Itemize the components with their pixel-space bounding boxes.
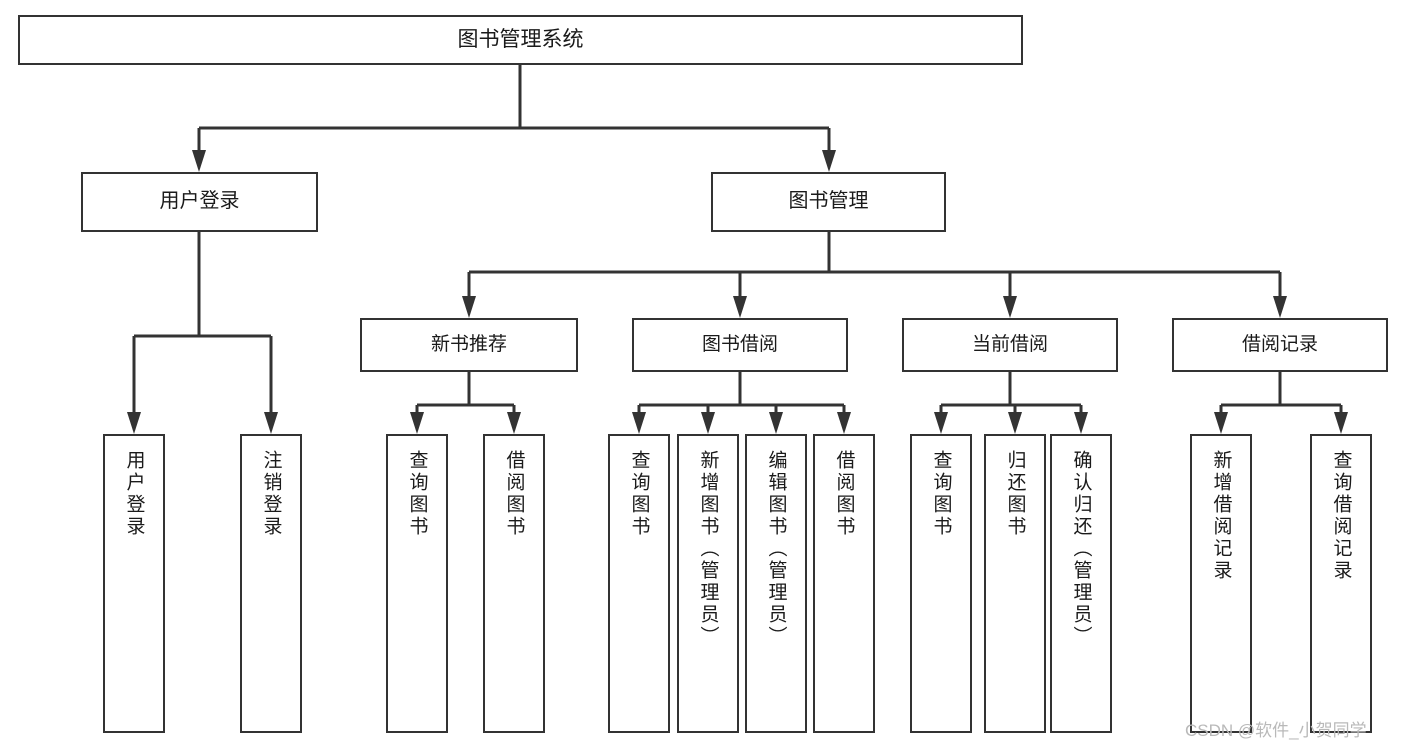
- node-label: 新书推荐: [430, 333, 507, 355]
- node-label: 用户登录: [159, 190, 240, 213]
- node-book-borrowing[interactable]: 图书借阅: [632, 318, 848, 372]
- node-user-login[interactable]: 用户登录: [81, 172, 318, 232]
- node-label: 新增借阅记录: [1210, 450, 1232, 582]
- node-label: 借阅记录: [1241, 333, 1318, 355]
- node-label: 图书管理系统: [457, 27, 584, 51]
- node-label: 用户登录: [123, 450, 145, 538]
- node-book-management[interactable]: 图书管理: [711, 172, 946, 232]
- node-label: 当前借阅: [971, 333, 1048, 355]
- node-label: 借阅图书: [503, 450, 525, 538]
- node-borrowing-record[interactable]: 借阅记录: [1172, 318, 1388, 372]
- node-label: 归还图书: [1004, 450, 1026, 538]
- node-label: 查询图书: [628, 450, 650, 538]
- node-label: 图书管理: [788, 190, 869, 213]
- node-leaf-borrow-book[interactable]: 借阅图书: [813, 434, 875, 733]
- node-root-book-management-system[interactable]: 图书管理系统: [18, 15, 1023, 65]
- node-leaf-confirm-return-admin[interactable]: 确认归还（管理员）: [1050, 434, 1112, 733]
- node-label: 图书借阅: [701, 333, 778, 355]
- node-leaf-borrow-book-recommendation[interactable]: 借阅图书: [483, 434, 545, 733]
- node-label: 查询图书: [406, 450, 428, 538]
- node-label: 编辑图书（管理员）: [765, 450, 787, 648]
- node-leaf-query-book-recommendation[interactable]: 查询图书: [386, 434, 448, 733]
- node-label: 注销登录: [260, 450, 282, 538]
- node-leaf-edit-book-admin[interactable]: 编辑图书（管理员）: [745, 434, 807, 733]
- node-leaf-user-login[interactable]: 用户登录: [103, 434, 165, 733]
- node-label: 查询借阅记录: [1330, 450, 1352, 582]
- node-leaf-query-book-current[interactable]: 查询图书: [910, 434, 972, 733]
- node-new-book-recommendation[interactable]: 新书推荐: [360, 318, 578, 372]
- node-label: 借阅图书: [833, 450, 855, 538]
- node-label: 确认归还（管理员）: [1070, 450, 1092, 648]
- node-leaf-add-borrowing-record[interactable]: 新增借阅记录: [1190, 434, 1252, 733]
- node-leaf-add-book-admin[interactable]: 新增图书（管理员）: [677, 434, 739, 733]
- node-leaf-return-book[interactable]: 归还图书: [984, 434, 1046, 733]
- node-label: 查询图书: [930, 450, 952, 538]
- node-label: 新增图书（管理员）: [697, 450, 719, 648]
- node-leaf-logout[interactable]: 注销登录: [240, 434, 302, 733]
- node-leaf-query-book-borrowing[interactable]: 查询图书: [608, 434, 670, 733]
- node-current-borrowing[interactable]: 当前借阅: [902, 318, 1118, 372]
- node-leaf-query-borrowing-record[interactable]: 查询借阅记录: [1310, 434, 1372, 733]
